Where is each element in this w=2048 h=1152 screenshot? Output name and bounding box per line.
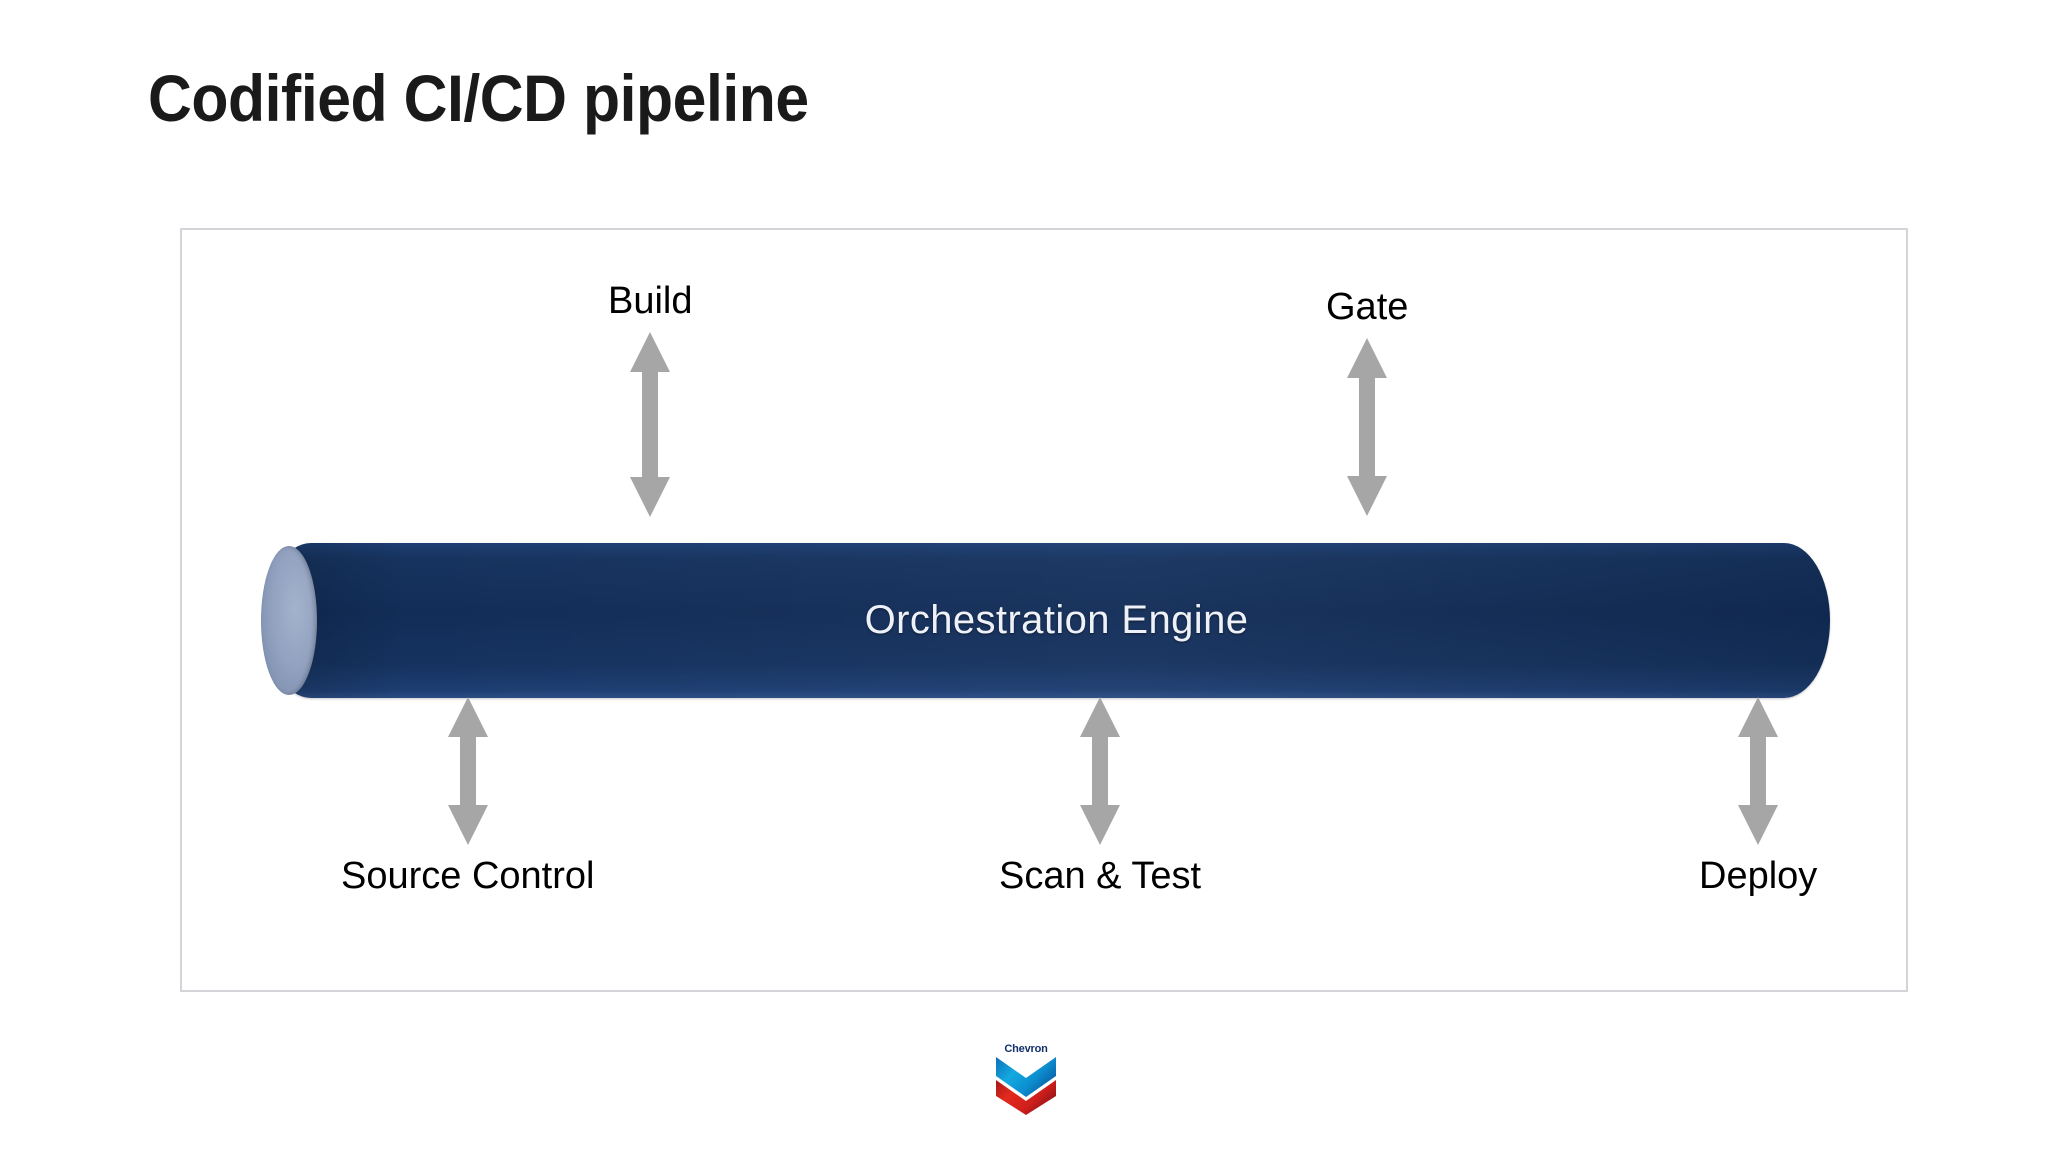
node-label-build: Build [608,280,693,322]
node-label-deploy: Deploy [1699,855,1818,897]
pipeline-node-source-control[interactable]: Source Control [341,697,594,895]
node-label-gate: Gate [1326,286,1409,328]
pipeline-node-scan-test[interactable]: Scan & Test [999,697,1201,895]
double-arrow-vertical-icon [1347,338,1388,516]
node-label-source-control: Source Control [341,855,595,897]
double-arrow-vertical-icon [1738,697,1779,845]
cylinder-body [265,543,1830,698]
orchestration-engine-cylinder[interactable]: Orchestration Engine [261,543,1830,698]
pipeline-node-gate[interactable]: Gate [1326,288,1408,516]
chevron-wordmark: Chevron [1004,1043,1048,1055]
pipeline-node-build[interactable]: Build [608,282,693,517]
double-arrow-vertical-icon [447,697,488,845]
page-title: Codified CI/CD pipeline [148,61,809,135]
node-label-scan-test: Scan & Test [999,855,1202,897]
chevron-logo: Chevron [995,1042,1057,1116]
cylinder-label: Orchestration Engine [864,598,1249,642]
chevron-mark-icon [996,1057,1056,1115]
double-arrow-vertical-icon [630,332,671,517]
double-arrow-vertical-icon [1080,697,1121,845]
pipeline-node-deploy[interactable]: Deploy [1699,697,1817,895]
cylinder-end-cap [261,546,317,695]
